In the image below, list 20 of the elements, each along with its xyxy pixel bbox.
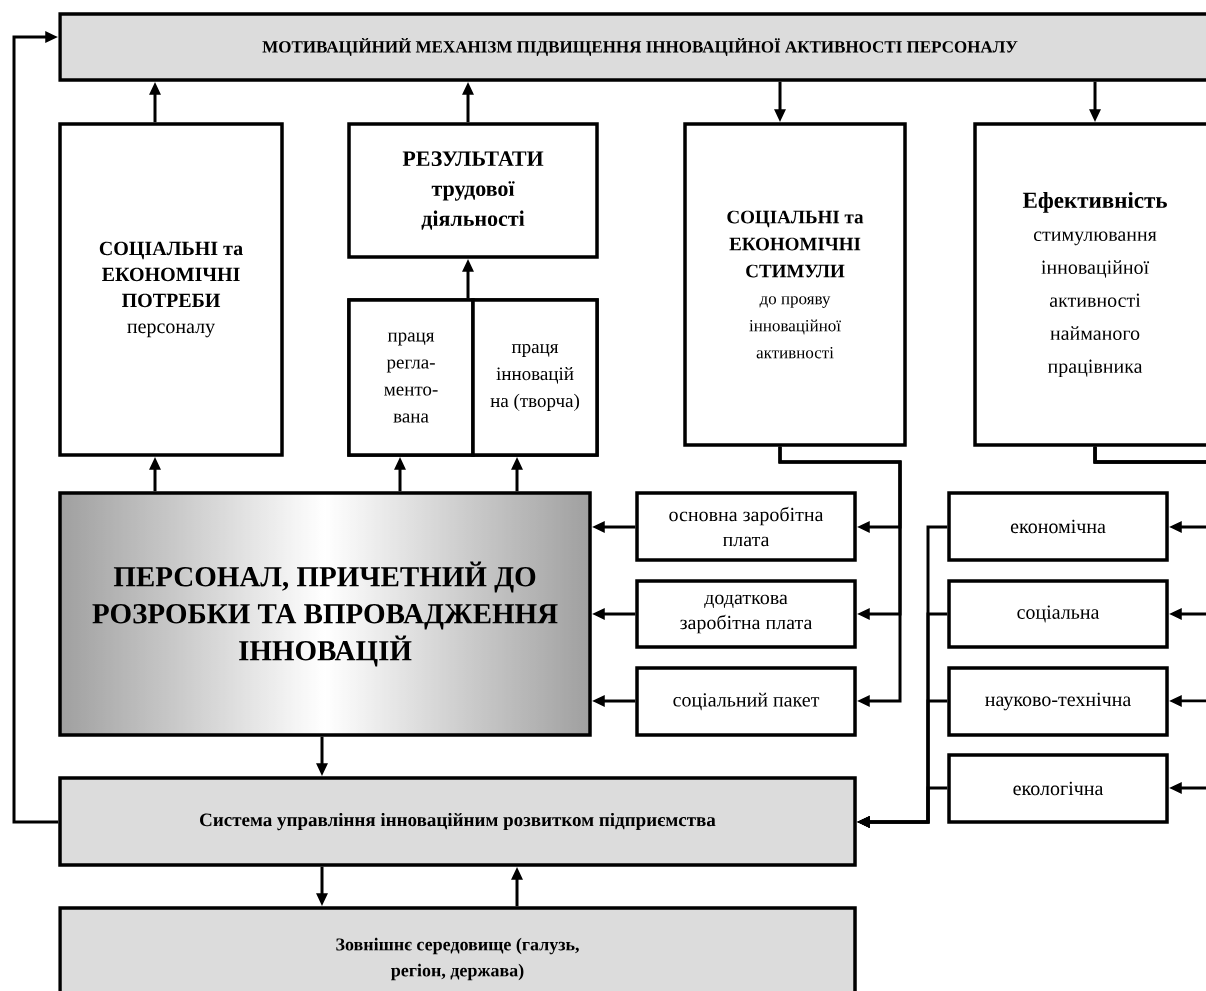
arrow xyxy=(778,446,902,707)
wage-box: додаткова заробітна плата xyxy=(635,579,857,649)
category-box: науково-технічна xyxy=(947,666,1169,737)
labour-box: праця інновацій на (творча) xyxy=(471,298,599,457)
category-box: економічна xyxy=(947,491,1169,562)
category-box: екологічна xyxy=(947,753,1169,824)
system-box: Система управління інноваційним розвитком підприємства xyxy=(58,776,857,867)
personnel-box: ПЕРСОНАЛ, ПРИЧЕТНИЙ ДО РОЗРОБКИ ТА ВПРОВАДЖЕННЯ ІННОВАЦІЙ xyxy=(58,491,592,737)
package-box: соціальний пакет xyxy=(635,666,857,737)
category-box: соціальна xyxy=(947,579,1169,649)
results-box: РЕЗУЛЬТАТИ трудової діяльності xyxy=(347,122,599,259)
arrow xyxy=(12,31,59,824)
needs-box: СОЦІАЛЬНІ та ЕКОНОМІЧНІ ПОТРЕБИ персоналу xyxy=(58,122,284,457)
efficiency-box: Ефективність стимулювання інноваційної активності найманого працівника xyxy=(973,122,1206,447)
labour-box: праця регла- менто- вана xyxy=(347,298,475,457)
environment-box: Зовнішнє середовище (галузь, регіон, держава) xyxy=(58,906,857,991)
header-box: МОТИВАЦІЙНИЙ МЕХАНІЗМ ПІДВИЩЕННЯ ІННОВАЦІЙНОЇ АКТИВНОСТІ ПЕРСОНАЛУ xyxy=(58,12,1206,82)
wage-box: основна заробітна плата xyxy=(635,491,857,562)
stimuli-box: СОЦІАЛЬНІ та ЕКОНОМІЧНІ СТИМУЛИ до прояву інноваційної активності xyxy=(683,122,907,447)
arrow xyxy=(1093,446,1206,794)
